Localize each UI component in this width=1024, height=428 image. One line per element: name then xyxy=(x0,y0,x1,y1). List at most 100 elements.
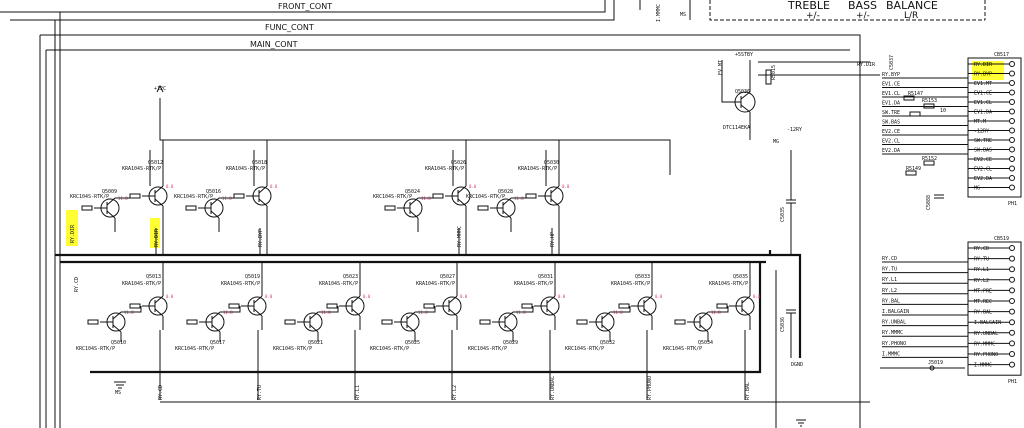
wire-label: EV1.DA xyxy=(882,101,900,107)
pin-label: SW.BAS xyxy=(974,148,992,154)
pin-label: RY.PHONO xyxy=(974,352,998,358)
pin-11: RY.PHONO xyxy=(968,351,1015,358)
relay-label: RY.CD xyxy=(158,385,164,400)
pin-9: SW.TRE xyxy=(968,137,1015,144)
m12ry-label: -12RY xyxy=(787,127,802,133)
relay-label: RY.L2 xyxy=(452,385,458,400)
pin-2: RY.TU xyxy=(968,255,1015,263)
svg-text:0.0: 0.0 xyxy=(265,294,273,299)
wire-label: I.MMMC xyxy=(882,351,900,357)
transistor-q5010: 11.8 xyxy=(87,310,134,333)
connector-cb519: CB519RY.CDRY.TURY.L1RY.L2MT.PREMT.RECRY.… xyxy=(882,236,1022,385)
part-label: KRA104S-RTK/P xyxy=(518,166,557,172)
svg-text:0.0: 0.0 xyxy=(469,184,477,189)
pin-1: RY.CD xyxy=(968,245,1015,252)
part-label: KRC104S-RTK/P xyxy=(174,194,213,200)
treble-label: TREBLE xyxy=(787,0,830,12)
lower-stage-5: 11.80.0KRC104S-RTK/PKRA104S-RTK/PQ5029Q5… xyxy=(468,262,566,400)
relay-label: RY.L1 xyxy=(355,385,361,400)
pin-label: EV1.CL xyxy=(974,100,992,106)
lower-stage-2: 11.80.0KRC104S-RTK/PKRA104S-RTK/PQ5017Q5… xyxy=(175,262,273,400)
ref-label: Q5012 xyxy=(148,160,163,166)
lower-stage-7: 11.80.0KRC104S-RTK/PKRA104S-RTK/PQ5034Q5… xyxy=(663,262,761,400)
pin-label: MT.M xyxy=(974,119,986,125)
pin-4: RY.L2 xyxy=(968,276,1015,284)
wire-label: EV2.DA xyxy=(882,148,900,154)
ref-label: Q5031 xyxy=(538,274,553,280)
rydir-wire-label: RY.DIR xyxy=(857,62,876,68)
tone-header: TREBLE +/- BASS +/- BALANCE L/R I.MMMC M… xyxy=(639,0,986,22)
pin-label: RY.BYP xyxy=(974,72,992,78)
c5035-label: C5035 xyxy=(780,207,786,222)
wire-label: SW.TRE xyxy=(882,110,900,116)
pin-6: MT.REC xyxy=(968,298,1015,305)
part-label: KRA104S-RTK/P xyxy=(221,281,260,287)
pin-highlight xyxy=(972,70,1004,80)
transistor-q5031: 0.0 xyxy=(521,294,566,317)
pin-highlight xyxy=(972,61,1004,71)
transistor-q5032: 11.8 xyxy=(576,310,623,333)
part-label: KRC104S-RTK/P xyxy=(273,346,312,352)
pin-7: RY.BAL xyxy=(968,308,1015,316)
connector-title: CB517 xyxy=(994,52,1009,58)
pin-1: RY.DIR xyxy=(968,61,1015,71)
upper-stage-1: 11.80.0KRC104S-RTK/PKRA104S-RTK/PQ5009Q5… xyxy=(70,140,174,255)
pin-label: MT.REC xyxy=(974,299,992,305)
ref-label: Q5035 xyxy=(733,274,748,280)
ref-label: Q5034 xyxy=(698,340,713,346)
func-cont-label: FUNC_CONT xyxy=(265,23,314,32)
pin-label: MT.PRE xyxy=(974,288,992,294)
p5stby-label: +5STBY xyxy=(735,52,753,58)
relay-label: RY.MMMC xyxy=(457,226,463,247)
transistor-q5012: 0.0 xyxy=(129,184,174,207)
drop-lines xyxy=(159,270,870,428)
svg-text:0.0: 0.0 xyxy=(655,294,663,299)
part-label: KRC104S-RTK/P xyxy=(565,346,604,352)
pin-label: RY.TU xyxy=(974,257,989,263)
c5036-label: C5036 xyxy=(780,317,786,332)
part-label: KRC104S-RTK/P xyxy=(466,194,505,200)
transistor-q5030: 0.0 xyxy=(525,184,570,207)
pin-label: RY.DIR xyxy=(974,62,993,68)
r5015-resistor xyxy=(765,69,772,85)
part-label: KRC104S-RTK/P xyxy=(175,346,214,352)
pin-5: EV1.CL xyxy=(968,99,1015,106)
transistor-q5023: 0.0 xyxy=(326,294,371,317)
q5036-label: Q5036 xyxy=(735,89,750,95)
wire-label: RY.TU xyxy=(882,267,897,273)
r5153-label: R5153 xyxy=(922,98,937,104)
ref-label: Q5029 xyxy=(503,340,518,346)
ms-bottom-label: MS xyxy=(115,390,121,396)
svg-text:0.0: 0.0 xyxy=(166,294,174,299)
pin-label: RY.MMMC xyxy=(974,341,995,347)
svg-text:0.0: 0.0 xyxy=(562,184,570,189)
pin-label: EV2.DA xyxy=(974,176,992,182)
ref-label: Q5009 xyxy=(102,189,117,195)
wire-label: EV2.CE xyxy=(882,129,900,135)
top-buses: FRONT_CONT FUNC_CONT MAIN_CONT xyxy=(0,0,861,428)
part-label: KRA104S-RTK/P xyxy=(122,281,161,287)
relay-label: RY.PHONO xyxy=(647,376,653,400)
ref-label: Q5013 xyxy=(146,274,161,280)
svg-text:0.0: 0.0 xyxy=(753,294,761,299)
part-label: KRC104S-RTK/P xyxy=(70,194,109,200)
ref-label: Q5027 xyxy=(440,274,455,280)
balance-sub: L/R xyxy=(904,11,918,21)
j5019: J5019 xyxy=(880,360,965,371)
pin-10: SW.BAS xyxy=(968,146,1015,154)
wire-label: RY.L1 xyxy=(882,277,897,283)
transistor-q5013: 0.0 xyxy=(129,294,174,317)
pin-label: -12RY xyxy=(974,129,989,135)
part-label: KRA104S-RTK/P xyxy=(709,281,748,287)
bass-sub: +/- xyxy=(856,11,870,21)
connector-footer: PH1 xyxy=(1008,379,1017,385)
pin-label: EV1.DA xyxy=(974,110,992,116)
ref-label: Q5028 xyxy=(498,189,513,195)
transistor-q5017: 11.8 xyxy=(186,310,233,333)
wire-label: RY.BAL xyxy=(882,298,900,304)
rycd-left-label: RY.CD xyxy=(74,277,80,292)
pin-4: EV1.CE xyxy=(968,89,1015,97)
upper-relay-drivers: 11.80.0KRC104S-RTK/PKRA104S-RTK/PQ5009Q5… xyxy=(70,140,570,255)
cn517-resistors: R5147 R5153 R5152 R5149 10 xyxy=(903,91,946,176)
pin-7: MT.M xyxy=(968,118,1015,125)
